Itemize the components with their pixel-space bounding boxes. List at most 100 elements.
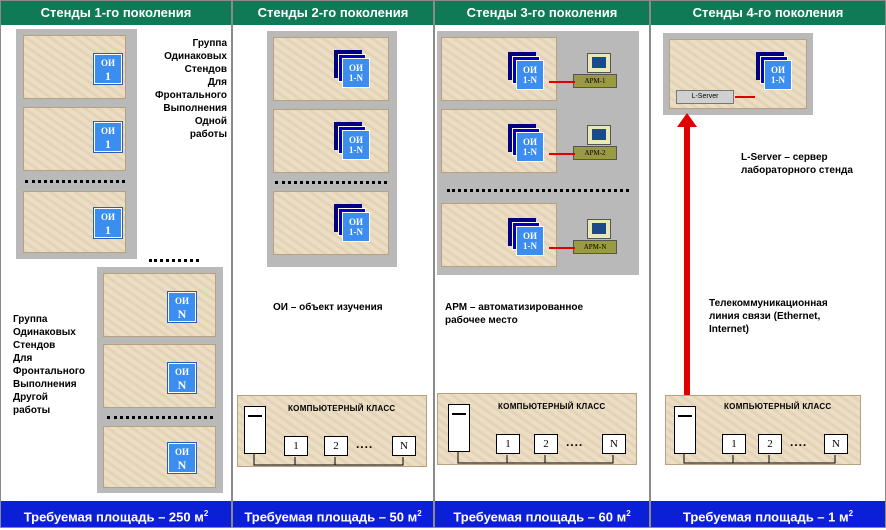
caption-line: Телекоммуникационная <box>709 298 828 309</box>
footer-sup: 2 <box>626 509 631 518</box>
oi-label: ОИ <box>174 367 189 377</box>
arm-definition: АРМ – автоматизированное рабочее место <box>445 301 583 327</box>
oi-definition: ОИ – объект изучения <box>273 302 383 313</box>
caption-line: Internet) <box>709 324 749 335</box>
group1-caption: Группа Одинаковых Стендов Для Фронтально… <box>141 37 227 141</box>
arm-workstation: АРМ-N <box>573 219 617 265</box>
footer-sup: 2 <box>417 509 422 518</box>
footer-sup: 2 <box>848 509 854 518</box>
caption-line: Одной <box>194 116 227 127</box>
column-footer: Требуемая площадь – 250 м2 <box>1 501 231 527</box>
oi-label: ОИ <box>522 65 537 75</box>
caption-line: Одинаковых <box>164 51 227 62</box>
oi-label: ОИ <box>100 126 115 136</box>
oi-label: ОИ <box>174 296 189 306</box>
footer-text: Требуемая площадь – 250 м <box>23 509 204 525</box>
oi-label: ОИ <box>174 447 189 457</box>
oi-number: N <box>177 458 187 472</box>
column-footer: Требуемая площадь – 1 м2 <box>651 501 885 527</box>
oi-number: N <box>177 378 187 392</box>
caption-line: Выполнения <box>163 103 227 114</box>
pc-box: 2 <box>534 434 558 454</box>
caption-line: Для <box>13 353 33 364</box>
computer-class: КОМПЬЮТЕРНЫЙ КЛАСС 1 2 ···· N <box>665 395 861 465</box>
oi-range: 1-N <box>349 73 363 83</box>
oi-label: ОИ <box>100 58 115 68</box>
pc-box: N <box>824 434 848 454</box>
computer-class: КОМПЬЮТЕРНЫЙ КЛАСС 1 2 ···· N <box>437 393 637 465</box>
caption-line: Одинаковых <box>13 327 76 338</box>
pc-box: 1 <box>284 436 308 456</box>
column-footer: Требуемая площадь – 60 м2 <box>435 501 649 527</box>
caption-line: Группа <box>192 38 227 49</box>
oi-range: 1-N <box>771 75 785 85</box>
link-arrow <box>549 81 575 83</box>
server-icon <box>674 406 696 454</box>
column-header: Стенды 1-го поколения <box>1 1 231 25</box>
caption-line: Группа <box>13 314 48 325</box>
oi-number: 1 <box>105 137 111 151</box>
arm-workstation: АРМ-2 <box>573 125 617 171</box>
pc-dots: ···· <box>790 438 808 452</box>
class-wiring <box>457 451 614 464</box>
class-label: КОМПЬЮТЕРНЫЙ КЛАСС <box>498 402 606 411</box>
column-footer: Требуемая площадь – 50 м2 <box>233 501 433 527</box>
oi-label: ОИ <box>522 137 537 147</box>
pc-box: 2 <box>758 434 782 454</box>
oi-range: 1-N <box>349 227 363 237</box>
caption-line: АРМ – автоматизированное <box>445 302 584 313</box>
oi-range: 1-N <box>349 145 363 155</box>
oi-range: 1-N <box>523 147 537 157</box>
caption-line: линия связи (Ethernet, <box>709 311 821 322</box>
class-label: КОМПЬЮТЕРНЫЙ КЛАСС <box>288 404 396 413</box>
lserver-box: L-Server <box>676 90 734 104</box>
oi-label: ОИ <box>100 212 115 222</box>
caption-line: рабочее место <box>445 315 518 326</box>
caption-line: Выполнения <box>13 379 77 390</box>
server-icon <box>448 404 470 452</box>
oi-range: 1-N <box>523 241 537 251</box>
arm-label: АРМ-1 <box>573 74 617 88</box>
footer-sup: 2 <box>203 509 209 518</box>
server-icon <box>244 406 266 454</box>
arm-label: АРМ-2 <box>573 146 617 160</box>
pc-box: 2 <box>324 436 348 456</box>
ellipsis-dots <box>275 181 387 184</box>
oi-label: ОИ <box>522 231 537 241</box>
link-arrow <box>735 96 755 98</box>
caption-line: Для <box>207 77 227 88</box>
caption-line: Фронтального <box>154 90 227 101</box>
footer-text: Требуемая площадь – 1 м <box>682 509 849 525</box>
caption-line: лабораторного стенда <box>741 165 853 176</box>
pc-box: N <box>392 436 416 456</box>
column-header: Стенды 4-го поколения <box>651 1 885 25</box>
link-arrow <box>549 247 575 249</box>
footer-text: Требуемая площадь – 60 м <box>453 509 627 525</box>
class-wiring <box>253 453 404 466</box>
telecom-link-arrow <box>677 113 697 413</box>
